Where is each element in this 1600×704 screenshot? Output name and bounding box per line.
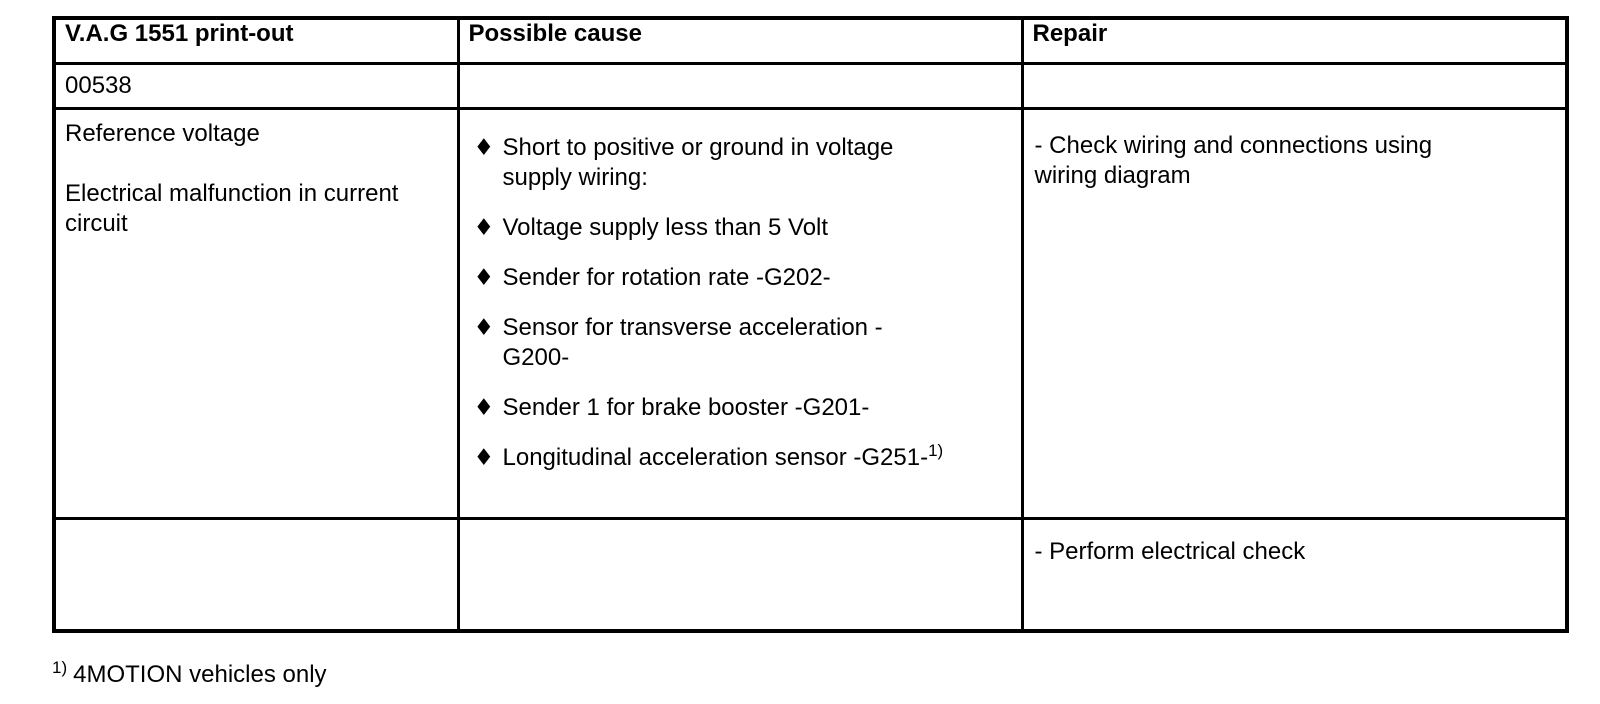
cause-text: Longitudinal acceleration sensor -G251-: [502, 444, 929, 471]
fault-table: V.A.G 1551 print-out Possible cause Repa…: [52, 16, 1569, 633]
cause-text: Sender for rotation rate -G202-: [502, 264, 831, 291]
diamond-bullet-icon: ♦: [473, 395, 495, 421]
fault-code-cell: 00538: [52, 62, 460, 110]
footnote-text: 4MOTION vehicles only: [73, 661, 327, 688]
empty-cause-cell: [456, 517, 1024, 633]
header-printout: V.A.G 1551 print-out: [52, 16, 460, 65]
table-row-last: - Perform electrical check: [52, 517, 1569, 633]
repair-instruction-cell: - Check wiring and connections using wir…: [1020, 107, 1569, 520]
cause-text: Voltage supply less than 5 Volt: [502, 214, 829, 241]
header-possible-cause: Possible cause: [456, 16, 1024, 65]
cause-text: Short to positive or ground in voltage s…: [502, 134, 894, 191]
table-header-row: V.A.G 1551 print-out Possible cause Repa…: [52, 16, 1569, 65]
cause-list-item: ♦ Sensor for transverse acceleration - G2…: [474, 313, 1012, 373]
header-repair: Repair: [1020, 16, 1569, 65]
cause-text: Sender 1 for brake booster -G201-: [502, 394, 870, 421]
cause-list-item: ♦ Short to positive or ground in voltage …: [474, 133, 1012, 193]
table-row-fault-code: 00538: [52, 62, 1569, 110]
empty-repair-cell: [1020, 62, 1569, 110]
diamond-bullet-icon: ♦: [473, 135, 495, 161]
repair-instruction-cell: - Perform electrical check: [1020, 517, 1569, 633]
diamond-bullet-icon: ♦: [473, 445, 495, 471]
diamond-bullet-icon: ♦: [473, 265, 495, 291]
cause-list-item: ♦ Longitudinal acceleration sensor -G251-…: [473, 441, 1012, 473]
cause-list-item: ♦ Sender 1 for brake booster -G201-: [474, 393, 1012, 423]
diamond-bullet-icon: ♦: [473, 215, 495, 241]
footnote-reference: 1): [928, 441, 944, 460]
footnote: 1) 4MOTION vehicles only: [52, 658, 1600, 690]
empty-printout-cell: [52, 517, 460, 633]
diamond-bullet-icon: ♦: [473, 315, 495, 341]
cause-list-item: ♦ Sender for rotation rate -G202-: [474, 263, 1012, 293]
empty-cause-cell: [456, 62, 1024, 110]
possible-cause-cell: ♦ Short to positive or ground in voltage …: [456, 107, 1024, 520]
cause-list-item: ♦ Voltage supply less than 5 Volt: [474, 213, 1012, 243]
cause-list: ♦ Short to positive or ground in voltage …: [461, 133, 1019, 473]
footnote-marker: 1): [52, 658, 68, 677]
cause-text: Sensor for transverse acceleration - G20…: [502, 314, 883, 371]
printout-description-cell: Reference voltage Electrical malfunction…: [52, 107, 460, 520]
table-row-main: Reference voltage Electrical malfunction…: [52, 107, 1569, 520]
